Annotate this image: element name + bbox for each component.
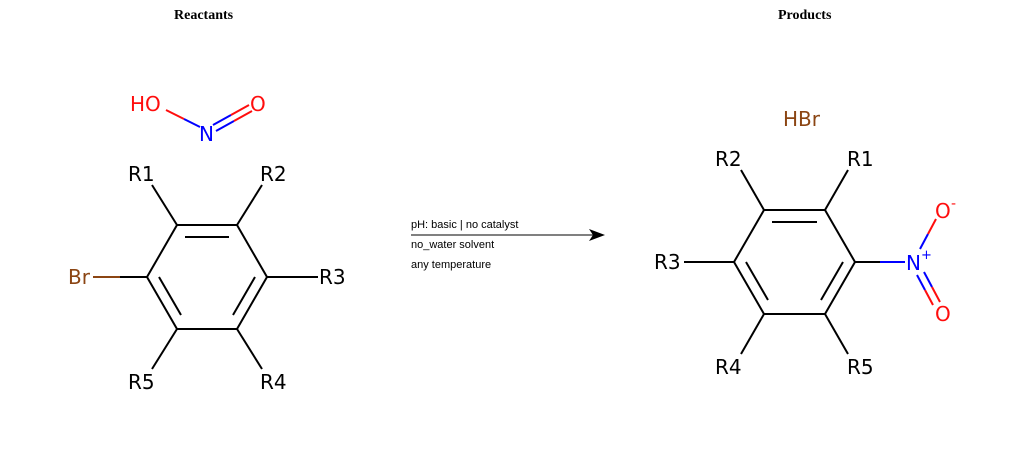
substituent-bond-r1 bbox=[151, 184, 178, 226]
ring-bond bbox=[733, 209, 765, 263]
aromatic-inner-bond bbox=[745, 261, 769, 301]
oxygen-label: O bbox=[250, 92, 266, 116]
bromine-label: Br bbox=[68, 265, 91, 289]
n-o-double-bond-b-n bbox=[215, 120, 235, 132]
aromatic-inner-bond bbox=[232, 276, 256, 316]
substituent-bond-r4 bbox=[740, 313, 765, 355]
n-o-double-bond-a-o bbox=[924, 289, 934, 306]
aromatic-inner-bond bbox=[820, 261, 844, 301]
ho-n-bond-nitrogen-half bbox=[183, 118, 201, 128]
nitro-oxygen-bottom-label: O bbox=[935, 302, 951, 326]
nitrogen-label: N bbox=[199, 122, 214, 146]
r3-label: R3 bbox=[319, 265, 346, 289]
r4-label: R4 bbox=[715, 355, 742, 379]
nitro-nitrogen-label: N bbox=[906, 251, 921, 275]
r2-label: R2 bbox=[260, 162, 287, 186]
r5-label: R5 bbox=[847, 355, 874, 379]
ring-bond bbox=[146, 276, 178, 330]
n-o-double-bond-b-o bbox=[233, 110, 253, 122]
r1-label: R1 bbox=[847, 147, 874, 171]
substituent-bond-r2 bbox=[236, 184, 263, 226]
r5-label: R5 bbox=[128, 370, 155, 394]
r2-label: R2 bbox=[715, 147, 742, 171]
r4-label: R4 bbox=[260, 370, 287, 394]
n-o-single-bond-nitrogen-half bbox=[919, 233, 929, 250]
ring-bond bbox=[733, 261, 765, 315]
hbr-label: HBr bbox=[783, 107, 821, 131]
oxygen-negative-charge: - bbox=[951, 196, 956, 212]
nitroarene-molecule: R2 R1 R3 R4 R5 N + O - O bbox=[654, 147, 956, 379]
ring-bond bbox=[236, 224, 268, 278]
nitro-oxygen-top-label: O bbox=[935, 199, 951, 223]
substituent-bond-r1 bbox=[824, 169, 849, 211]
aryl-bromide-molecule: Br R1 R2 R3 R4 R5 bbox=[68, 162, 346, 394]
condition-solvent: no_water solvent bbox=[411, 239, 495, 251]
n-o-single-bond-oxygen-half bbox=[927, 218, 937, 235]
ring-bond bbox=[236, 276, 268, 330]
hydroxyl-label: HO bbox=[130, 92, 161, 116]
n-o-double-bond-a-n bbox=[212, 114, 232, 126]
condition-temperature: any temperature bbox=[411, 259, 492, 271]
reaction-arrow bbox=[411, 229, 605, 241]
nitrogen-positive-charge: + bbox=[921, 248, 932, 263]
r1-label: R1 bbox=[128, 162, 155, 186]
arrow-head bbox=[589, 229, 605, 241]
aromatic-inner-bond bbox=[158, 276, 182, 316]
reactants-heading: Reactants bbox=[174, 8, 234, 23]
condition-ph-catalyst: pH: basic | no catalyst bbox=[411, 219, 519, 231]
ring-bond bbox=[824, 209, 856, 263]
ring-bond bbox=[146, 224, 178, 278]
ho-n-bond-oxygen-half bbox=[165, 109, 185, 120]
r3-label: R3 bbox=[654, 250, 681, 274]
products-heading: Products bbox=[778, 8, 832, 23]
n-o-double-bond-a-n bbox=[916, 274, 926, 291]
n-o-double-bond-b-n bbox=[923, 271, 933, 288]
substituent-bond-r2 bbox=[740, 169, 765, 211]
n-o-double-bond-b-o bbox=[931, 286, 941, 303]
substituent-bond-r5 bbox=[151, 328, 178, 370]
substituent-bond-r4 bbox=[236, 328, 263, 370]
nitrous-acid-molecule: HO N O bbox=[130, 92, 266, 146]
ring-bond bbox=[824, 261, 856, 315]
n-o-double-bond-a-o bbox=[230, 104, 250, 116]
substituent-bond-r5 bbox=[824, 313, 849, 355]
